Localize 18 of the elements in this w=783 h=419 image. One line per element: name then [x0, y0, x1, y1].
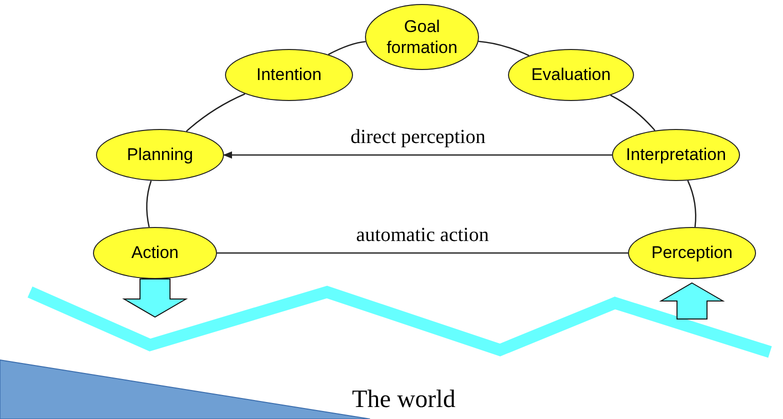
stage-label: Evaluation [530, 64, 612, 86]
connector-line [478, 40, 530, 56]
connector-line [217, 252, 628, 254]
stage-label: Action [130, 242, 180, 264]
down-block-arrow [122, 278, 188, 318]
stage-label: Goal formation [386, 16, 458, 58]
stage-label: Perception [650, 242, 734, 264]
connector-line [610, 94, 656, 131]
up-block-arrow [659, 282, 725, 320]
stage-label: Planning [126, 144, 194, 166]
world-label: The world [352, 386, 456, 414]
stage-label: Interpretation [624, 144, 728, 166]
stage-label: Intention [255, 64, 323, 86]
connector-line [328, 41, 366, 56]
connector-line [146, 180, 152, 228]
connector-line [186, 93, 246, 132]
arrow [223, 151, 612, 159]
connector-line [687, 180, 696, 228]
